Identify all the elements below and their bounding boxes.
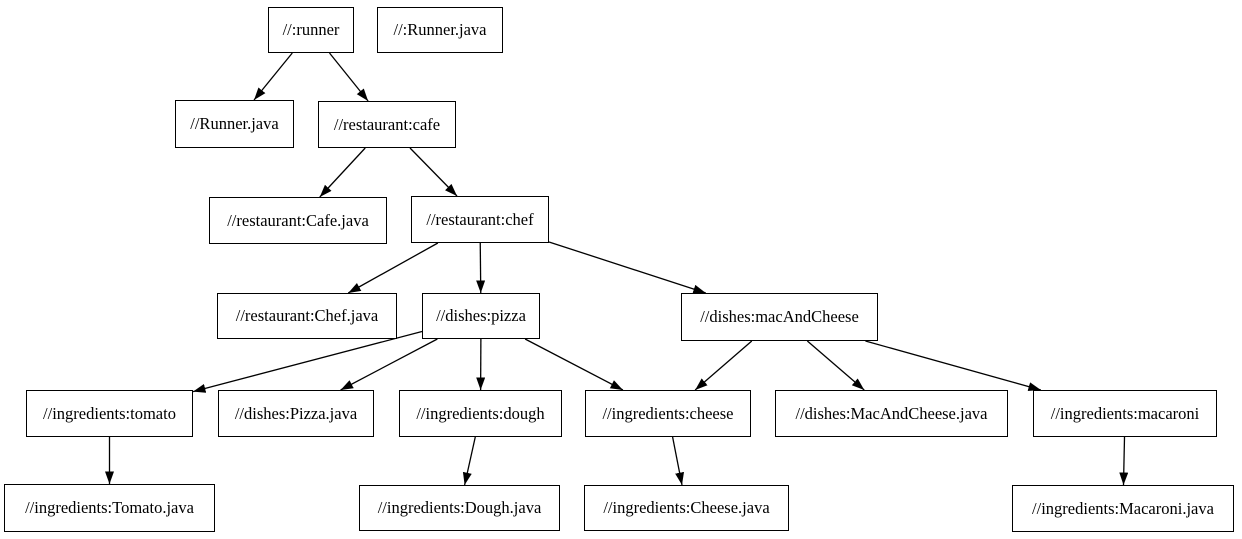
graph-node-label: //ingredients:Cheese.java <box>603 498 770 517</box>
graph-node-restaurant-chef: //restaurant:chef <box>411 196 549 243</box>
edge-dishes-pizza-to-ingredients-tomato <box>192 330 423 393</box>
graph-node-ingredients-dough: //ingredients:dough <box>399 390 562 437</box>
edge-dishes-pizza-to-ingredients-cheese <box>524 338 624 391</box>
graph-node-dishes-pizza: //dishes:pizza <box>422 293 540 339</box>
graph-node-label: //:runner <box>282 20 340 39</box>
edge-restaurant-chef-to-dishes-mac-and-cheese <box>548 241 706 294</box>
graph-node-runner: //:runner <box>268 7 354 53</box>
graph-node-label: //ingredients:Tomato.java <box>25 498 194 517</box>
graph-node-ingredients-dough-java: //ingredients:Dough.java <box>359 485 560 531</box>
graph-node-label: //restaurant:chef <box>426 209 534 229</box>
edge-dishes-mac-and-cheese-to-ingredients-cheese <box>694 340 753 391</box>
graph-node-label: //:Runner.java <box>393 20 487 39</box>
graph-node-runner-java: //Runner.java <box>175 100 294 148</box>
graph-node-dishes-mac-and-cheese: //dishes:macAndCheese <box>681 293 878 341</box>
edge-dishes-mac-and-cheese-to-ingredients-macaroni <box>865 340 1042 391</box>
graph-node-label: //ingredients:Macaroni.java <box>1032 498 1214 518</box>
graph-node-colon-runner-java: //:Runner.java <box>377 7 503 53</box>
graph-node-label: //ingredients:macaroni <box>1050 403 1200 423</box>
graph-node-ingredients-macaroni-java: //ingredients:Macaroni.java <box>1012 485 1234 532</box>
graph-node-restaurant-cafe-java: //restaurant:Cafe.java <box>209 197 387 244</box>
graph-node-dishes-mac-and-cheese-java: //dishes:MacAndCheese.java <box>775 390 1008 437</box>
graph-node-ingredients-cheese: //ingredients:cheese <box>585 390 751 437</box>
graph-node-label: //ingredients:Dough.java <box>377 498 542 517</box>
graph-node-label: //restaurant:cafe <box>333 114 441 134</box>
graph-node-label: //dishes:macAndCheese <box>700 307 859 326</box>
graph-node-ingredients-tomato: //ingredients:tomato <box>26 390 193 437</box>
edge-ingredients-macaroni-to-ingredients-macaroni-java <box>1119 436 1129 486</box>
graph-node-ingredients-macaroni: //ingredients:macaroni <box>1033 390 1217 437</box>
graph-node-label: //ingredients:dough <box>416 403 545 423</box>
edge-group <box>105 52 1129 486</box>
graph-node-label: //restaurant:Cafe.java <box>227 210 369 230</box>
edge-restaurant-cafe-to-restaurant-cafe-java <box>319 147 366 198</box>
graph-node-label: //Runner.java <box>190 114 279 133</box>
edge-ingredients-dough-to-ingredients-dough-java <box>462 436 476 486</box>
graph-node-restaurant-cafe: //restaurant:cafe <box>318 101 456 148</box>
graph-node-label: //restaurant:Chef.java <box>235 306 379 325</box>
edge-runner-to-runner-java <box>253 52 293 101</box>
graph-node-label: //ingredients:tomato <box>43 403 176 423</box>
graph-node-label: //dishes:pizza <box>436 306 526 325</box>
edge-runner-to-restaurant-cafe <box>328 52 369 102</box>
graph-node-restaurant-chef-java: //restaurant:Chef.java <box>217 293 397 339</box>
edge-dishes-pizza-to-dishes-pizza-java <box>340 338 438 391</box>
edge-restaurant-chef-to-dishes-pizza <box>476 242 486 294</box>
graph-node-dishes-pizza-java: //dishes:Pizza.java <box>218 390 374 437</box>
graph-node-ingredients-cheese-java: //ingredients:Cheese.java <box>584 485 789 531</box>
graph-node-label: //dishes:MacAndCheese.java <box>795 403 988 423</box>
edge-ingredients-cheese-to-ingredients-cheese-java <box>671 436 685 486</box>
edge-restaurant-chef-to-restaurant-chef-java <box>347 242 439 294</box>
graph-node-ingredients-tomato-java: //ingredients:Tomato.java <box>4 484 215 532</box>
graph-node-label: //ingredients:cheese <box>602 403 734 423</box>
graph-node-label: //dishes:Pizza.java <box>234 403 358 423</box>
edge-restaurant-cafe-to-restaurant-chef <box>409 147 458 197</box>
edge-dishes-mac-and-cheese-to-dishes-mac-and-cheese-java <box>806 340 865 391</box>
